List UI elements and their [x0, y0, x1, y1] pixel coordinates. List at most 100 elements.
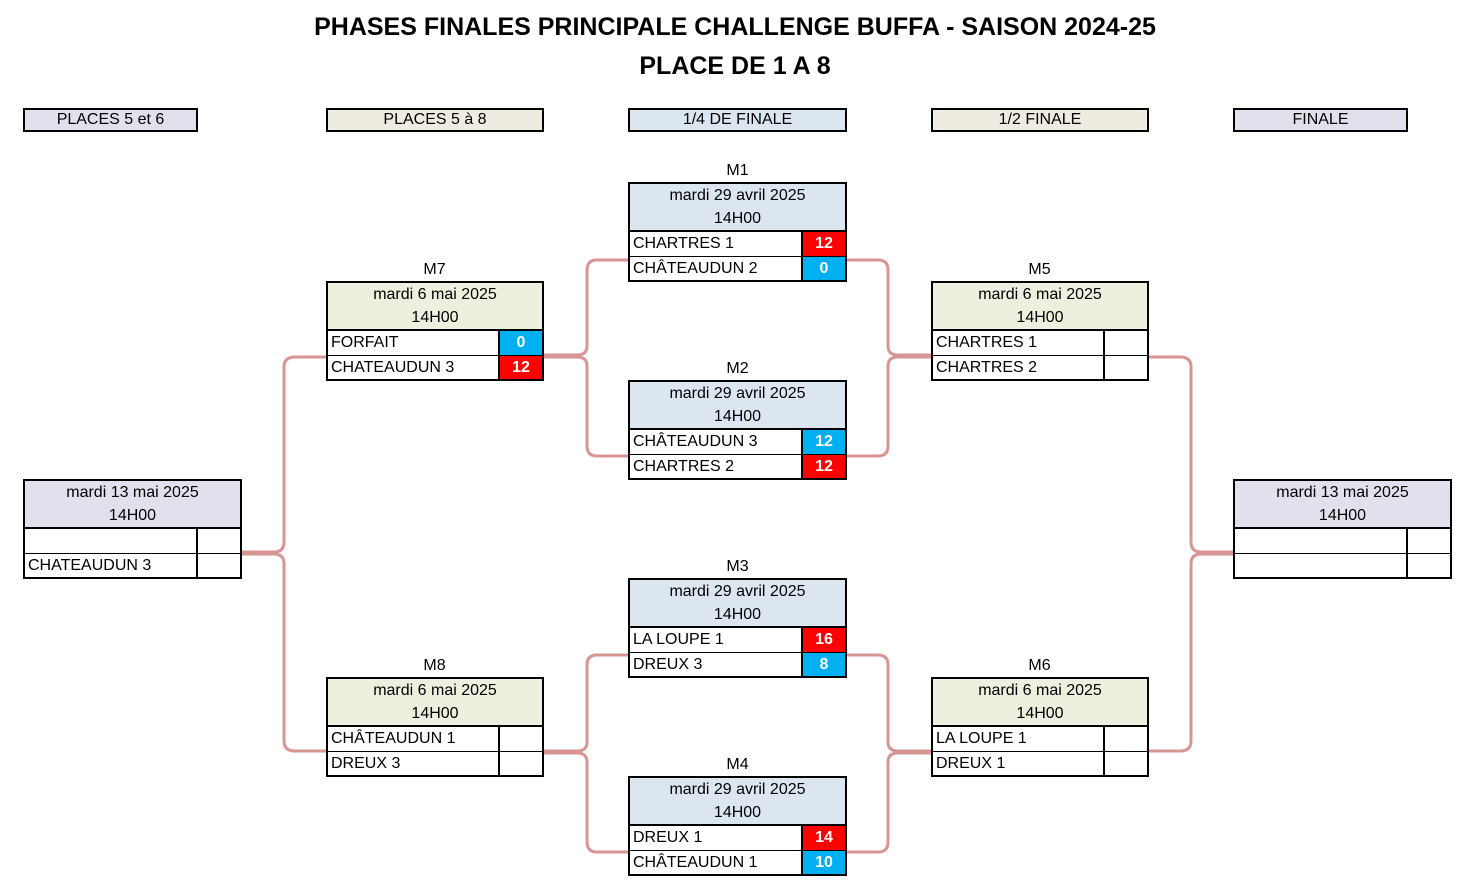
match-date: mardi 29 avril 2025: [669, 781, 806, 798]
match-time: 14H00: [1016, 309, 1064, 326]
match-date: mardi 6 mai 2025: [373, 286, 497, 303]
match-time: 14H00: [1318, 507, 1367, 524]
match-date: mardi 29 avril 2025: [669, 187, 806, 204]
team-row: LA LOUPE 1: [933, 727, 1147, 751]
connector-m5-final: [1149, 355, 1234, 554]
team-score: [1406, 529, 1450, 553]
match-header: mardi 6 mai 2025 14H00: [933, 283, 1147, 331]
connector-m2-m7: [544, 355, 628, 458]
match-date: mardi 13 mai 2025: [66, 484, 199, 501]
connector-m4-m8: [544, 751, 628, 854]
match-label-m8: M8: [423, 657, 446, 674]
team-row: LA LOUPE 1 16: [630, 628, 845, 652]
match-label-m4: M4: [726, 756, 749, 773]
team-row: [1235, 529, 1450, 553]
header-final: FINALE: [1233, 108, 1408, 132]
match-label-m1: M1: [726, 162, 749, 179]
team-score: [1406, 554, 1450, 577]
team-score: [1103, 752, 1147, 775]
connector-m3-m6: [847, 653, 931, 753]
match-time: 14H00: [713, 804, 762, 821]
team-row: CHÂTEAUDUN 2 0: [630, 256, 845, 280]
team-row: DREUX 1: [933, 751, 1147, 775]
team-row: CHARTRES 2 12: [630, 454, 845, 478]
team-name: CHÂTEAUDUN 1: [633, 854, 758, 871]
team-score: [1103, 331, 1147, 355]
match-time: 14H00: [713, 210, 762, 227]
team-row: CHÂTEAUDUN 1: [328, 727, 542, 751]
match-places-5-6: mardi 13 mai 2025 14H00 CHATEAUDUN 3: [23, 479, 242, 579]
team-row: CHARTRES 2: [933, 355, 1147, 379]
team-score: [498, 752, 542, 775]
header-places-5-6: PLACES 5 et 6: [23, 108, 198, 132]
match-header: mardi 6 mai 2025 14H00: [933, 679, 1147, 727]
page-title: PHASES FINALES PRINCIPALE CHALLENGE BUFF…: [314, 13, 1156, 41]
team-name: CHARTRES 1: [936, 334, 1038, 351]
match-date: mardi 6 mai 2025: [373, 682, 497, 699]
team-name: CHÂTEAUDUN 3: [633, 433, 758, 450]
match-m1: mardi 29 avril 2025 14H00 CHARTRES 1 12 …: [628, 182, 847, 282]
team-score: 0: [801, 257, 845, 280]
team-name: [1235, 554, 1406, 577]
connector-m6-final: [1149, 552, 1234, 753]
team-score: [1103, 356, 1147, 379]
page-subtitle: PLACE DE 1 A 8: [639, 52, 831, 80]
team-score: 14: [801, 826, 845, 850]
connector-m8-place5: [241, 552, 326, 753]
connector-m2-m5: [847, 355, 931, 458]
team-name: LA LOUPE 1: [633, 631, 724, 648]
match-label-m5: M5: [1028, 261, 1051, 278]
connector-m7-place5: [241, 355, 326, 554]
match-m3: mardi 29 avril 2025 14H00 LA LOUPE 1 16 …: [628, 578, 847, 678]
match-date: mardi 6 mai 2025: [978, 286, 1102, 303]
team-score: [1103, 727, 1147, 751]
team-score: 16: [801, 628, 845, 652]
team-score: [196, 529, 240, 553]
match-time: 14H00: [1016, 705, 1064, 722]
match-date: mardi 6 mai 2025: [978, 682, 1102, 699]
team-row: DREUX 3: [328, 751, 542, 775]
team-name: DREUX 3: [331, 755, 401, 772]
team-score: 12: [498, 356, 542, 379]
match-final: mardi 13 mai 2025 14H00: [1233, 479, 1452, 579]
match-header: mardi 6 mai 2025 14H00: [328, 679, 542, 727]
match-m6: mardi 6 mai 2025 14H00 LA LOUPE 1 DREUX …: [931, 677, 1149, 777]
match-time: 14H00: [108, 507, 157, 524]
team-score: 12: [801, 430, 845, 454]
team-name: CHARTRES 2: [633, 458, 735, 475]
header-places-5-8: PLACES 5 à 8: [326, 108, 544, 132]
connector-m1-m7: [544, 258, 628, 357]
match-time: 14H00: [411, 705, 459, 722]
match-m7: mardi 6 mai 2025 14H00 FORFAIT 0 CHATEAU…: [326, 281, 544, 381]
team-score: [498, 727, 542, 751]
team-row: CHÂTEAUDUN 3 12: [630, 430, 845, 454]
match-date: mardi 29 avril 2025: [669, 583, 806, 600]
team-row: CHARTRES 1: [933, 331, 1147, 355]
team-row: DREUX 3 8: [630, 652, 845, 676]
header-quarter-final: 1/4 DE FINALE: [628, 108, 847, 132]
match-header: mardi 13 mai 2025 14H00: [1235, 481, 1450, 529]
match-m5: mardi 6 mai 2025 14H00 CHARTRES 1 CHARTR…: [931, 281, 1149, 381]
team-score: 12: [801, 455, 845, 478]
match-header: mardi 29 avril 2025 14H00: [630, 382, 845, 430]
team-name: [25, 529, 196, 553]
team-score: [196, 554, 240, 577]
team-row: CHARTRES 1 12: [630, 232, 845, 256]
team-name: CHARTRES 1: [633, 235, 735, 252]
team-name: CHATEAUDUN 3: [331, 359, 455, 376]
match-header: mardi 29 avril 2025 14H00: [630, 580, 845, 628]
team-name: [1235, 529, 1406, 553]
team-name: DREUX 1: [633, 829, 703, 846]
team-row: CHATEAUDUN 3: [25, 553, 240, 577]
team-name: CHATEAUDUN 3: [28, 557, 152, 574]
connector-m4-m6: [847, 751, 931, 854]
match-time: 14H00: [713, 408, 762, 425]
match-m2: mardi 29 avril 2025 14H00 CHÂTEAUDUN 3 1…: [628, 380, 847, 480]
team-name: DREUX 3: [633, 656, 703, 673]
team-name: LA LOUPE 1: [936, 730, 1027, 747]
team-name: FORFAIT: [331, 334, 399, 351]
match-date: mardi 13 mai 2025: [1276, 484, 1409, 501]
connector-m3-m8: [544, 653, 628, 753]
match-m8: mardi 6 mai 2025 14H00 CHÂTEAUDUN 1 DREU…: [326, 677, 544, 777]
